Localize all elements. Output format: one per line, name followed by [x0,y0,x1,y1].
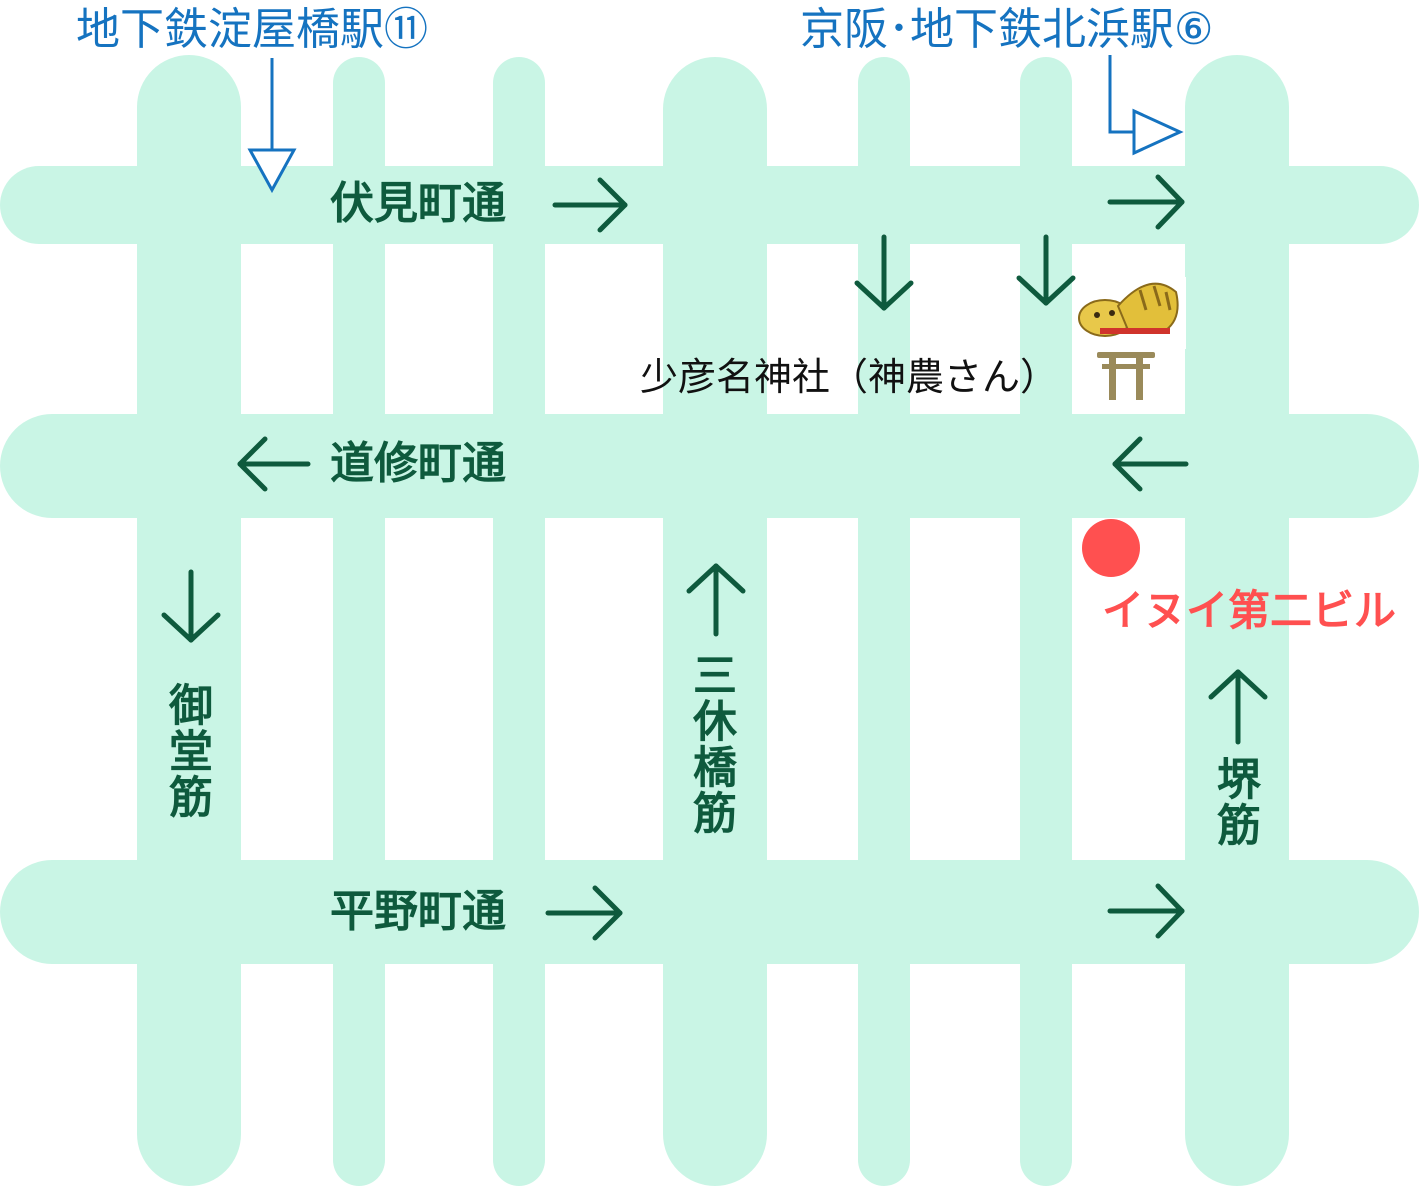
street-label-sakaisuji: 堺筋 [1209,756,1260,848]
direction-arrow-icon [1107,883,1185,939]
station-kitahama: 京阪･地下鉄北浜駅⑥ [800,4,1214,55]
direction-arrow-icon [854,234,914,311]
direction-arrow-icon [552,177,628,233]
landmark-shrine: 少彦名神社（神農さん） [640,355,1059,399]
roads-horizontal [0,166,1419,964]
destination-dot-icon [1082,519,1140,577]
direction-arrow-icon [1107,174,1185,230]
direction-arrow-icon [237,436,311,492]
direction-arrow-icon [161,569,221,643]
station-arrows [247,55,1184,194]
street-label-doshomachi: 道修町通 [330,438,506,489]
tiger-mascot-icon [1076,277,1186,349]
street-label-fushimimachi: 伏見町通 [330,178,506,229]
street-label-hiranomachi: 平野町通 [330,886,506,937]
street-label-midosuji: 御堂筋 [161,682,212,820]
station-arrow-icon [247,148,297,194]
torii-icon [1097,352,1155,400]
station-yodoyabashi: 地下鉄淀屋橋駅⑪ [76,4,428,55]
road-fushimimachi [0,166,1419,244]
road-doshomachi [0,414,1419,518]
street-label-sankyubashi: 三休橋筋 [685,652,736,836]
direction-arrow-icon [1208,669,1268,745]
direction-arrow-icon [1112,436,1189,492]
direction-arrow-icon [1016,234,1076,306]
direction-arrow-icon [686,563,746,637]
destination-building: イヌイ第二ビル [1102,586,1397,635]
direction-arrow-icon [545,885,623,941]
road-hiranomachi [0,860,1419,964]
station-arrow-icon [1108,55,1134,134]
station-arrow-icon [1132,108,1184,156]
direction-arrows [161,174,1268,941]
